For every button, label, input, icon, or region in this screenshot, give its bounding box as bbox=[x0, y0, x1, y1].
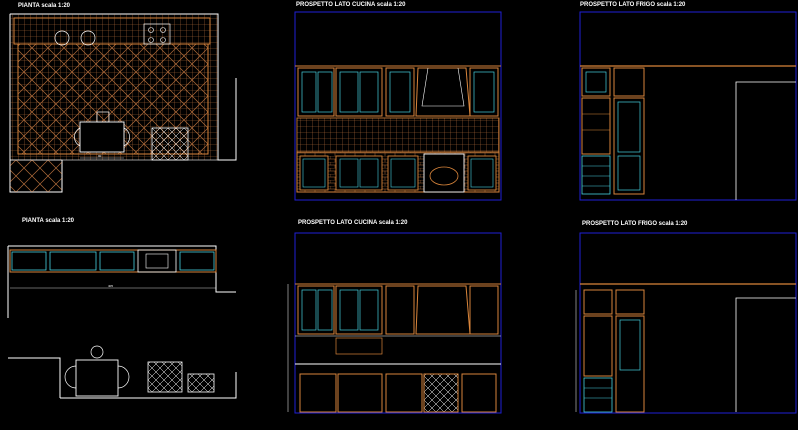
elevation-fridge-top: PROSPETTO LATO FRIGO scala 1:20 bbox=[579, 2, 797, 201]
elev-fridge-top-title: PROSPETTO LATO FRIGO scala 1:20 bbox=[580, 2, 686, 8]
elevation-kitchen-top: PROSPETTO LATO CUCINA scala 1:20 bbox=[294, 2, 502, 201]
svg-text:405: 405 bbox=[108, 284, 113, 288]
elev-kitchen-top-title: PROSPETTO LATO CUCINA scala 1:20 bbox=[296, 2, 406, 8]
plan-view-top: PIANTA scala 1:20 90 bbox=[9, 3, 237, 193]
plan-bottom-title: PIANTA scala 1:20 bbox=[22, 218, 75, 224]
plan-view-bottom: PIANTA scala 1:20 405 bbox=[7, 218, 237, 399]
svg-text:90: 90 bbox=[98, 154, 102, 158]
elevation-fridge-bottom: PROSPETTO LATO FRIGO scala 1:20 bbox=[575, 221, 797, 414]
plan-top-title: PIANTA scala 1:20 bbox=[18, 3, 71, 9]
elev-fridge-bottom-title: PROSPETTO LATO FRIGO scala 1:20 bbox=[582, 221, 688, 227]
elevation-kitchen-bottom: PROSPETTO LATO CUCINA scala 1:20 bbox=[287, 220, 502, 414]
elev-kitchen-bottom-title: PROSPETTO LATO CUCINA scala 1:20 bbox=[298, 220, 408, 226]
